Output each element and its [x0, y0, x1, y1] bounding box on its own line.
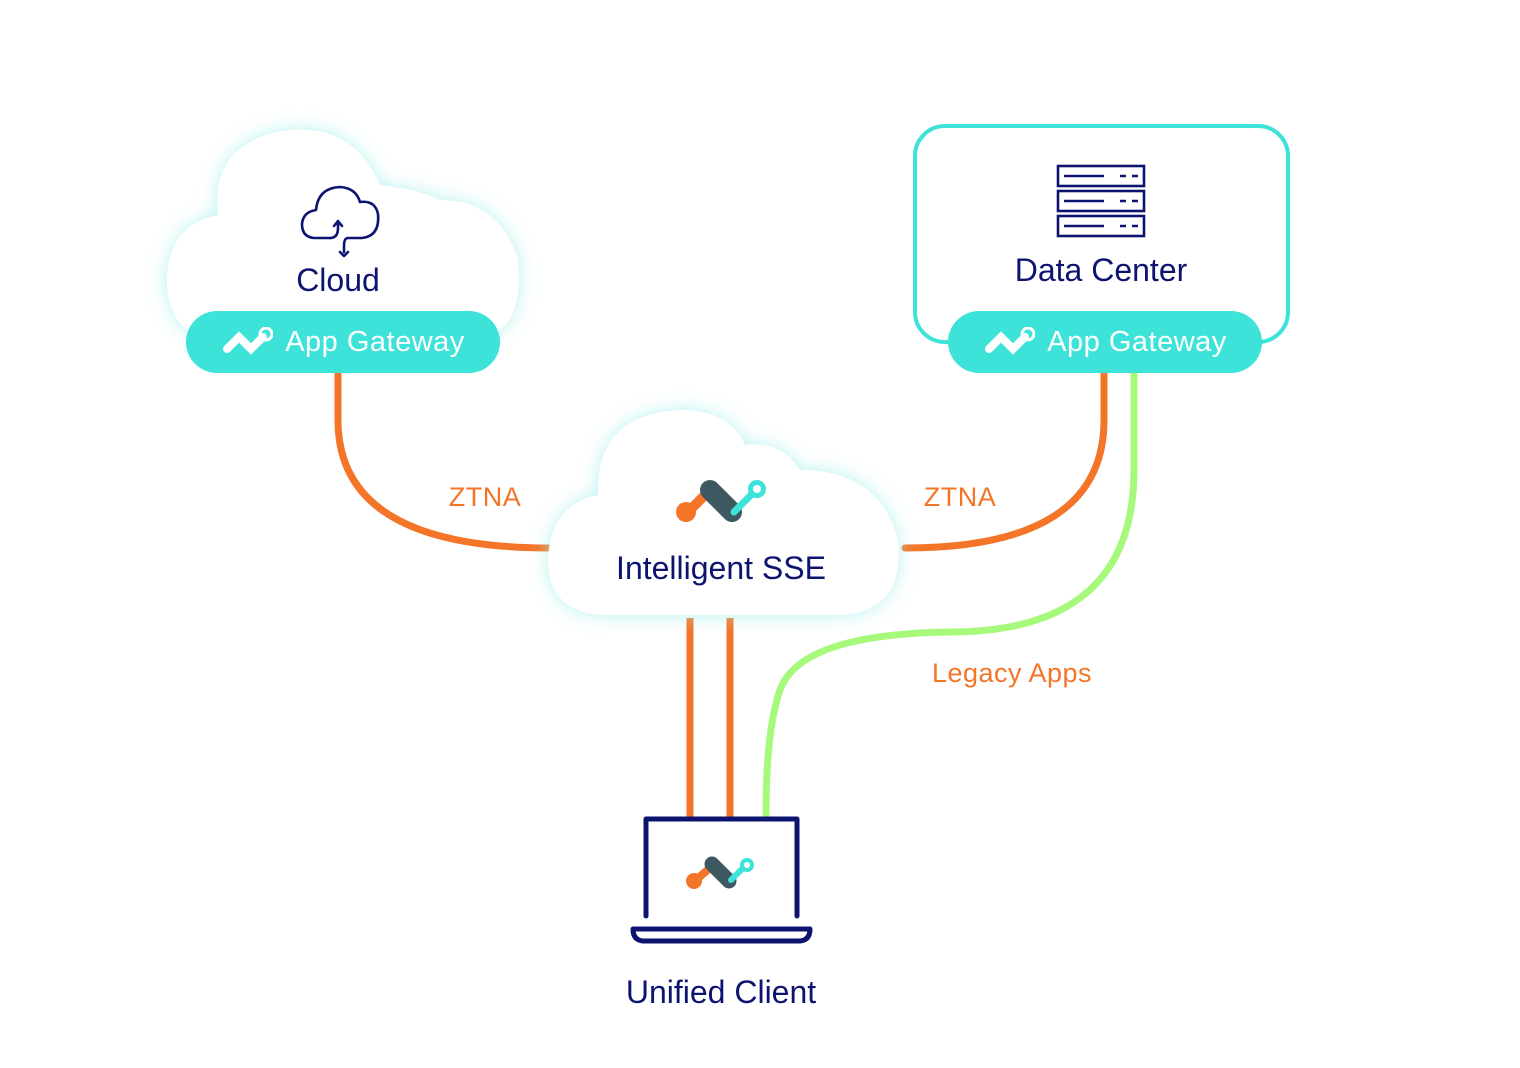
data-center-title: Data Center — [1014, 252, 1188, 288]
client-logo-icon — [686, 856, 754, 889]
sse-title: Intelligent SSE — [616, 550, 826, 586]
sse-logo-icon — [676, 480, 766, 522]
server-rack-icon — [1056, 164, 1146, 238]
cloud-app-gateway-pill[interactable]: App Gateway — [186, 311, 500, 373]
gateway-logo-icon — [223, 327, 274, 355]
legacy-apps-line — [762, 368, 1138, 819]
data-center-app-gateway-pill[interactable]: App Gateway — [948, 311, 1262, 373]
gateway-logo-icon — [985, 327, 1036, 355]
cloud-title: Cloud — [296, 262, 380, 298]
data-center-app-gateway-label: App Gateway — [1047, 325, 1227, 358]
ztna-line-right — [901, 368, 1108, 552]
cloud-app-gateway-label: App Gateway — [285, 325, 465, 358]
laptop-icon — [630, 816, 813, 944]
cloud-sync-icon — [300, 185, 380, 258]
legacy-apps-label: Legacy Apps — [931, 658, 1093, 688]
ztna-label-right: ZTNA — [923, 482, 997, 512]
data-center-box — [913, 124, 1290, 344]
ztna-line-left — [334, 368, 554, 552]
ztna-label-left: ZTNA — [448, 482, 522, 512]
client-title: Unified Client — [625, 974, 817, 1010]
cloud-node-shape — [166, 129, 519, 340]
